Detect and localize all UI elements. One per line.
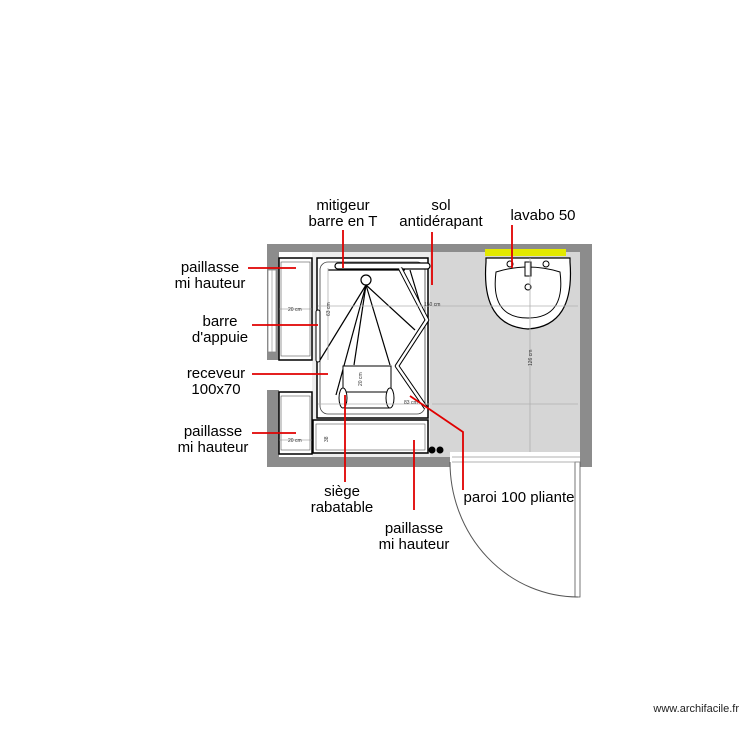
paillasse-bottom: 38	[312, 419, 429, 454]
wall-bottom-left	[267, 457, 450, 467]
dim-room-height: 126 cm	[528, 350, 534, 366]
label-barre-1: barre	[202, 313, 237, 330]
dim-seat: 20 cm	[358, 372, 364, 386]
label-siege-1: siège	[324, 483, 360, 500]
door-leaf	[574, 461, 581, 598]
siege-rabatable: 20 cm	[338, 365, 395, 409]
paillasse-left: 20 cm	[278, 391, 313, 455]
paillasse-top: 20 cm	[278, 257, 313, 361]
label-paillasse-left-1: paillasse	[184, 423, 242, 440]
barre-appui	[315, 309, 321, 363]
door-swing-arc	[449, 461, 579, 598]
dim-room-width: 150 cm	[424, 302, 440, 308]
drain-dot-1	[428, 446, 436, 454]
wall-top	[267, 244, 592, 252]
lavabo-band	[485, 249, 566, 256]
label-receveur-2: 100x70	[191, 381, 240, 398]
label-mitigeur-2: barre en T	[309, 213, 378, 230]
dim-lower: 38	[324, 436, 330, 442]
dim-niche-bottom: 20 cm	[288, 438, 302, 444]
wall-left-lower	[267, 390, 279, 467]
label-paillasse-top-2: mi hauteur	[175, 275, 246, 292]
wall-bottom-right	[580, 457, 592, 467]
watermark: www.archifacile.fr	[652, 703, 739, 715]
label-lavabo: lavabo 50	[510, 207, 575, 224]
lavabo	[484, 249, 572, 330]
label-sol-1: sol	[431, 197, 450, 214]
label-paillasse-bottom-1: paillasse	[385, 520, 443, 537]
label-sol-2: antidérapant	[399, 213, 483, 230]
labels: mitigeur barre en T sol antidérapant lav…	[175, 197, 576, 553]
label-mitigeur-1: mitigeur	[316, 197, 369, 214]
window-left	[267, 269, 277, 353]
drain-dot-2	[436, 446, 444, 454]
door	[449, 452, 581, 598]
label-paillasse-top-1: paillasse	[181, 259, 239, 276]
label-paillasse-left-2: mi hauteur	[178, 439, 249, 456]
paroi-pliante	[394, 266, 430, 410]
dimension-lines	[318, 258, 578, 452]
label-siege-2: rabatable	[311, 499, 374, 516]
label-receveur-1: receveur	[187, 365, 245, 382]
label-paroi: paroi 100 pliante	[464, 489, 575, 506]
label-paillasse-bottom-2: mi hauteur	[379, 536, 450, 553]
dim-shower-depth: 63 cm	[326, 302, 332, 316]
label-barre-2: d'appuie	[192, 329, 248, 346]
dim-shower-width: 83 cm	[404, 400, 418, 406]
callout-lines	[248, 225, 513, 510]
wall-right	[580, 244, 592, 467]
dim-niche-top: 20 cm	[288, 307, 302, 313]
